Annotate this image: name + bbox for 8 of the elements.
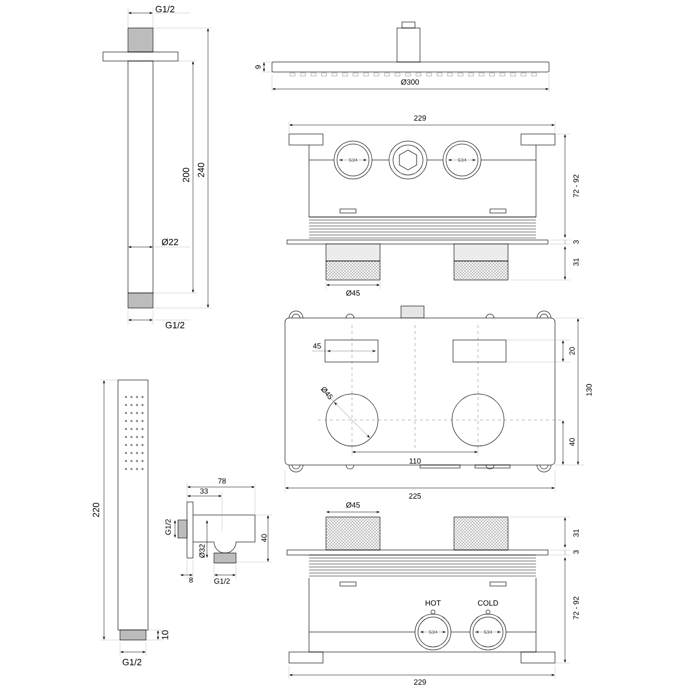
- dimension-label: Ø22: [162, 238, 178, 246]
- dimension-label: 240: [198, 162, 204, 178]
- dimension-label: 10: [162, 630, 168, 640]
- dimension-label: 200: [182, 168, 190, 182]
- dimension-label: G1/2: [122, 658, 142, 666]
- dimension-label: 220: [92, 502, 100, 518]
- dimension-label: G1/2: [166, 322, 184, 328]
- dimension-label: G1/2: [156, 6, 174, 12]
